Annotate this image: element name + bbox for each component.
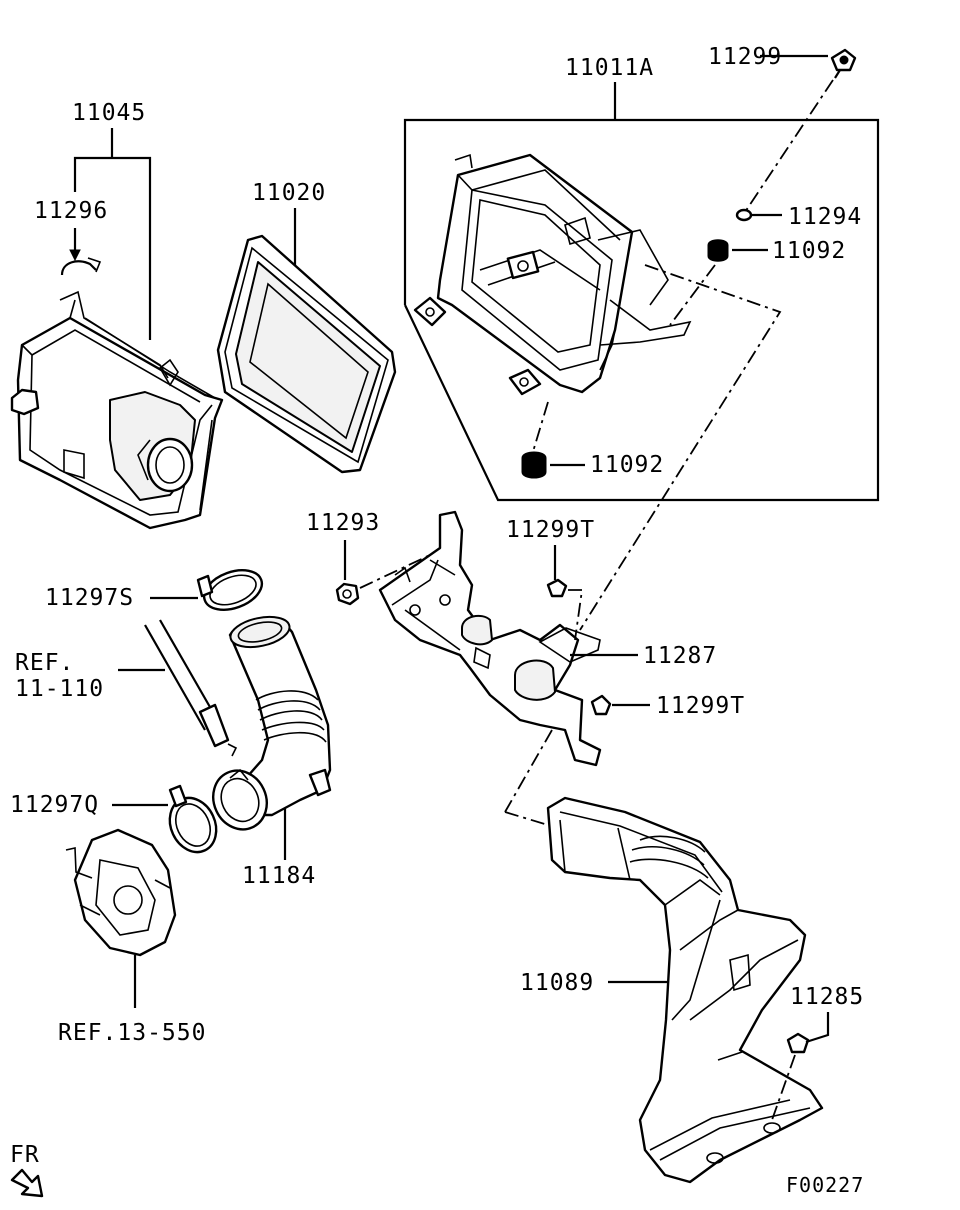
label-11020: 11020: [252, 180, 326, 206]
label-11287: 11287: [643, 643, 717, 669]
label-ref-11-110-line1: REF.: [15, 650, 74, 676]
label-11092-bottom: 11092: [590, 452, 664, 478]
label-ref-11-110-line2: 11-110: [15, 676, 104, 702]
throttle-body-ref-13-550: [65, 828, 177, 1008]
label-11297q: 11297Q: [10, 792, 99, 818]
leader-duct: [504, 811, 549, 826]
leader-11293: [359, 554, 431, 589]
label-11294: 11294: [788, 204, 862, 230]
label-11299t-bottom: 11299T: [656, 693, 745, 719]
label-fr: FR: [10, 1142, 40, 1168]
clamp-11297q[interactable]: [112, 784, 225, 860]
air-cleaner-case-11011a[interactable]: [413, 153, 692, 396]
bolt-11299t-top[interactable]: [546, 545, 584, 641]
label-11297s: 11297S: [45, 585, 134, 611]
label-11299: 11299: [708, 44, 782, 70]
air-filter-element-11020[interactable]: [216, 208, 397, 474]
leader-bracket-to-duct: [504, 729, 553, 813]
leader-11092-bottom: [531, 401, 549, 456]
assembly-box-11011a: [403, 82, 880, 502]
nut-11293[interactable]: [335, 540, 360, 606]
label-11011a: 11011A: [565, 55, 654, 81]
bolt-11285[interactable]: [771, 1012, 830, 1121]
figure-code: F00227: [786, 1173, 864, 1197]
leader-11092-top: [669, 264, 716, 326]
label-11184: 11184: [242, 863, 316, 889]
bracket-11287[interactable]: [378, 510, 638, 767]
label-ref-13-550: REF.13-550: [58, 1020, 206, 1046]
bolt-11299t-bottom[interactable]: [590, 694, 650, 716]
air-cleaner-cover-11045[interactable]: [10, 128, 224, 530]
collar-11294[interactable]: [735, 208, 782, 222]
air-intake-hose-11184[interactable]: [204, 612, 332, 860]
bolt-11299[interactable]: [760, 48, 857, 79]
leader-11299: [744, 79, 834, 213]
label-11285: 11285: [790, 984, 864, 1010]
clamp-11297s[interactable]: [150, 563, 267, 617]
hose-ref-11-110: [118, 619, 238, 757]
clip-11296[interactable]: [60, 228, 102, 276]
label-11089: 11089: [520, 970, 594, 996]
label-11293: 11293: [306, 510, 380, 536]
label-11092-top: 11092: [772, 238, 846, 264]
leader-case-to-bracket: [579, 264, 782, 631]
label-11296: 11296: [34, 198, 108, 224]
label-11299t-top: 11299T: [506, 517, 595, 543]
label-11045: 11045: [72, 100, 146, 126]
grommet-11092-bottom[interactable]: [521, 451, 585, 479]
front-direction-arrow-icon: [10, 1168, 44, 1198]
air-duct-11089[interactable]: [546, 796, 824, 1184]
grommet-11092-top[interactable]: [707, 239, 768, 262]
